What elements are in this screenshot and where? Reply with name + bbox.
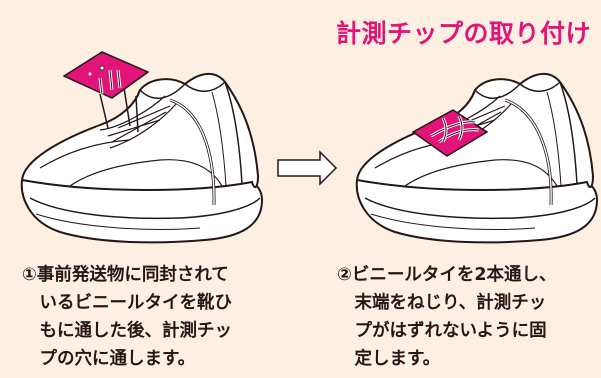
step-2-caption: ②ビニールタイを2本通し、 末端をねじり、計測チッ プがはずれないように固 定し… [337, 261, 557, 373]
step-1-line-2: いるビニールタイを靴ひ [39, 293, 233, 313]
shoe-2-illustration [355, 72, 598, 244]
step-1-caption: ①事前発送物に同封されて いるビニールタイを靴ひ もに通した後、計測チッ プの穴… [22, 261, 232, 373]
shoe-1-illustration [20, 51, 264, 244]
page-title: 計測チップの取り付け [335, 19, 591, 48]
step-1-line-3: もに通した後、計測チッ [39, 321, 233, 341]
right-arrow-icon [277, 150, 338, 186]
step-1-line-4: プの穴に通します。 [39, 349, 196, 369]
step-2-line-2: 末端をねじり、計測チッ [354, 293, 547, 313]
step-2-line-3: プがはずれないように固 [354, 321, 547, 341]
step-1-line-1: ①事前発送物に同封されて [22, 265, 229, 285]
step-2-line-1: ②ビニールタイを2本通し、 [337, 265, 557, 285]
step-2-line-4: 定します。 [354, 349, 441, 369]
